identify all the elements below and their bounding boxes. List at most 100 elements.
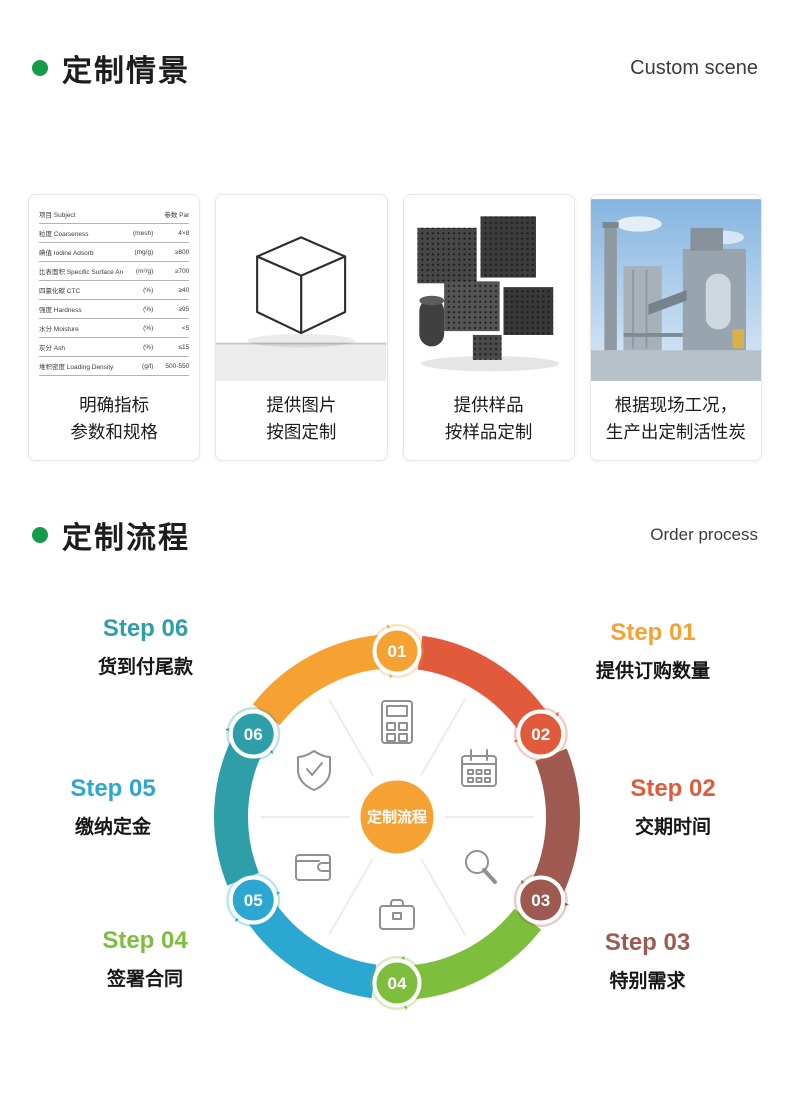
step-en: Step 03 xyxy=(604,929,691,956)
card-spec-sheet: 项目 Subject 参数 Par 粒度 Coarseness (mesh) 4… xyxy=(28,194,201,461)
carbon-blocks-photo xyxy=(416,216,559,372)
scene-title: 定制情景 xyxy=(62,55,190,88)
green-dot-icon xyxy=(32,60,48,76)
spec-row: 比表面积 Specific Surface Area (m²/g) ≥700 xyxy=(39,262,190,281)
caption-line: 生产出定制活性炭 xyxy=(605,422,746,442)
spec-label: 四氯化碳 CTC xyxy=(39,288,81,295)
green-dot-icon xyxy=(32,527,48,543)
step-en: Step 04 xyxy=(102,927,188,954)
spec-label: 粒度 Coarseness xyxy=(39,231,89,238)
spec-row: 项目 Subject 参数 Par xyxy=(39,205,190,224)
spec-unit: (%) xyxy=(143,305,154,313)
spec-label: 水分 Moisture xyxy=(39,326,79,333)
spec-label: 强度 Hardness xyxy=(39,307,82,314)
step-zh: 提供订购数量 xyxy=(595,661,710,682)
step-en: Step 01 xyxy=(610,619,696,646)
step-label-02: Step 02 交期时间 xyxy=(593,775,753,839)
step-number-badge xyxy=(228,875,278,925)
spec-value: 500-550 xyxy=(165,362,190,370)
card-caption: 明确指标 参数和规格 xyxy=(29,385,199,460)
briefcase-icon xyxy=(379,899,415,930)
step-zh: 特别需求 xyxy=(609,971,686,992)
caption-line: 根据现场工况， xyxy=(614,395,738,416)
spec-value: ≥95 xyxy=(178,305,190,313)
process-header: 定制流程 Order process xyxy=(0,513,790,557)
calculator-icon xyxy=(381,700,413,744)
spec-value: ≥800 xyxy=(174,248,190,256)
step-zh: 货到付尾款 xyxy=(97,657,193,678)
step-zh: 缴纳定金 xyxy=(74,817,151,838)
spec-unit: (%) xyxy=(143,286,154,294)
spec-row: 水分 Moisture (%) <5 xyxy=(39,319,190,338)
spec-label: 碘值 Iodine Adsorb xyxy=(39,250,94,257)
caption-line: 按样品定制 xyxy=(444,422,533,442)
step-number-badge xyxy=(372,958,422,1008)
scene-header: 定制情景 Custom scene xyxy=(0,0,790,90)
spec-table: 项目 Subject 参数 Par 粒度 Coarseness (mesh) 4… xyxy=(39,205,190,376)
caption-line: 参数和规格 xyxy=(70,422,158,442)
caption-line: 按图定制 xyxy=(266,422,337,442)
card-carbon-samples: 提供样品 按样品定制 xyxy=(402,194,575,461)
step-label-05: Step 05 缴纳定金 xyxy=(38,775,188,839)
process-diagram: Step 01 提供订购数量 Step 02 交期时间 Step 03 特别需求… xyxy=(0,557,790,1102)
spec-row: 四氯化碳 CTC (%) ≥40 xyxy=(39,281,190,300)
card-caption: 提供图片 按图定制 xyxy=(216,385,386,460)
step-number-badge xyxy=(516,709,566,759)
step-number-badge xyxy=(228,709,278,759)
step-zh: 交期时间 xyxy=(634,817,711,838)
step-number-badge xyxy=(372,626,422,676)
scene-cards: 项目 Subject 参数 Par 粒度 Coarseness (mesh) 4… xyxy=(0,194,790,461)
caption-line: 明确指标 xyxy=(79,395,150,416)
spec-unit: (g/l) xyxy=(142,362,154,370)
scene-subtitle-en: Custom scene xyxy=(630,56,758,79)
spec-row: 强度 Hardness (%) ≥95 xyxy=(39,300,190,319)
spec-row: 粒度 Coarseness (mesh) 4×8 xyxy=(39,224,190,243)
process-subtitle-en: Order process xyxy=(650,525,758,544)
shield-check-icon xyxy=(297,750,331,791)
step-zh: 签署合同 xyxy=(106,969,183,990)
step-label-01: Step 01 提供订购数量 xyxy=(573,619,733,683)
spec-label: 比表面积 Specific Surface Area xyxy=(39,269,124,276)
process-title: 定制流程 xyxy=(62,522,190,555)
card-site-photo: 根据现场工况， 生产出定制活性炭 xyxy=(589,194,762,461)
step-en: Step 05 xyxy=(70,775,156,802)
step-label-04: Step 04 签署合同 xyxy=(70,927,220,991)
center-badge-label: 定制流程 xyxy=(367,808,427,826)
step-number: 03 xyxy=(531,891,550,910)
card-caption: 根据现场工况， 生产出定制活性炭 xyxy=(591,385,761,460)
step-en: Step 06 xyxy=(102,615,189,642)
spec-value: ≥700 xyxy=(174,267,190,275)
factory-site-photo xyxy=(590,199,761,381)
spec-value: 4×8 xyxy=(178,229,190,237)
step-number: 01 xyxy=(388,642,407,661)
spec-label: 项目 Subject xyxy=(39,212,76,219)
slice-dividers xyxy=(261,698,533,936)
spec-label: 堆积密度 Loading Density xyxy=(39,364,114,371)
spec-unit: (%) xyxy=(143,324,154,332)
wallet-icon xyxy=(295,854,331,881)
step-label-03: Step 03 特别需求 xyxy=(570,929,725,993)
spec-label: 灰分 Ash xyxy=(39,345,66,352)
spec-unit: (mg/g) xyxy=(134,248,154,256)
spec-value: ≤15 xyxy=(178,343,190,351)
step-number: 04 xyxy=(388,974,407,993)
card-cube-drawing: 提供图片 按图定制 xyxy=(215,194,388,461)
step-en: Step 02 xyxy=(630,775,716,802)
step-label-06: Step 06 货到付尾款 xyxy=(68,615,223,679)
spec-unit: (mesh) xyxy=(133,229,154,237)
step-number: 06 xyxy=(244,725,263,744)
caption-line: 提供样品 xyxy=(453,395,524,416)
spec-row: 堆积密度 Loading Density (g/l) 500-550 xyxy=(39,357,190,376)
spec-value: 参数 Par xyxy=(164,212,190,219)
calendar-icon xyxy=(461,749,497,787)
spec-row: 碘值 Iodine Adsorb (mg/g) ≥800 xyxy=(39,243,190,262)
caption-line: 提供图片 xyxy=(266,395,337,416)
spec-value: ≥40 xyxy=(178,286,190,294)
cube-drawing-image xyxy=(216,236,387,381)
step-number: 05 xyxy=(244,891,263,910)
center-badge: 定制流程 xyxy=(351,771,443,863)
spec-unit: (m²/g) xyxy=(135,267,154,275)
spec-row: 灰分 Ash (%) ≤15 xyxy=(39,338,190,357)
